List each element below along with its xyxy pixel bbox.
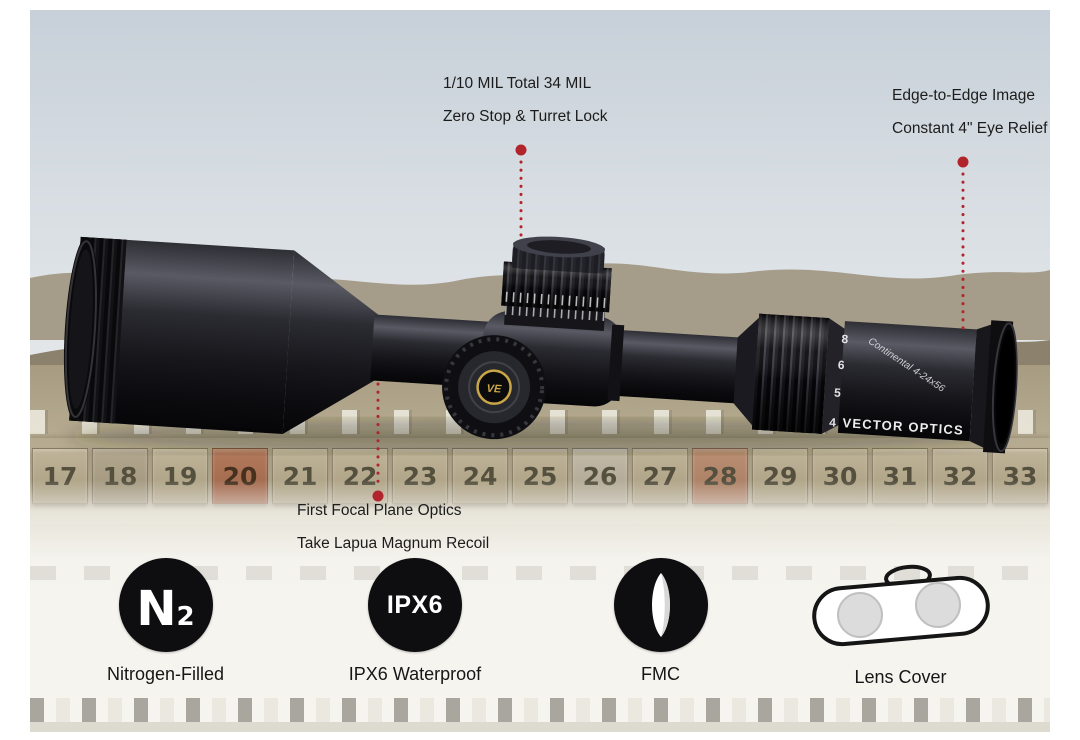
- feature-lens-cover: Lens Cover: [788, 555, 1013, 688]
- feature-label-waterproof: IPX6 Waterproof: [348, 664, 482, 684]
- feature-label-nitrogen: Nitrogen-Filled: [106, 664, 225, 684]
- lens-cover-icon: [811, 564, 990, 647]
- foreground-strip: [30, 722, 1050, 732]
- optics-callout-line1: First Focal Plane Optics: [297, 502, 462, 519]
- distant-targets-row: [30, 698, 1050, 722]
- distant-benches-row: [30, 566, 1050, 580]
- feature-label-fmc: FMC: [641, 664, 680, 684]
- ipx6-icon-text: IPX6: [386, 591, 444, 619]
- eyepiece-callout: Edge-to-Edge Image Constant 4" Eye Relie…: [892, 87, 1047, 153]
- optics-callout: First Focal Plane Optics Take Lapua Magn…: [297, 502, 489, 568]
- fmc-lens-icon: [613, 558, 708, 652]
- n2-icon-letter: N: [136, 581, 177, 637]
- n2-icon-subscript: 2: [176, 602, 195, 632]
- turret-callout-line1: 1/10 MIL Total 34 MIL: [443, 75, 592, 92]
- turret-callout-line2: Zero Stop & Turret Lock: [443, 108, 608, 125]
- feature-waterproof: IPX6 IPX6 Waterproof: [325, 558, 505, 685]
- far-hill-ridge: [30, 263, 1050, 340]
- feature-fmc: FMC: [578, 558, 743, 685]
- optics-callout-line2: Take Lapua Magnum Recoil: [297, 535, 490, 552]
- eyepiece-callout-line2: Constant 4" Eye Relief: [892, 120, 1048, 137]
- eyepiece-callout-line1: Edge-to-Edge Image: [892, 87, 1036, 104]
- shooting-range-photo: 17 18 19 20 21 22 23 24 25 26 27 28 29 3…: [30, 10, 1050, 732]
- fmc-lens-glyph: [651, 573, 670, 637]
- target-frames-row: [30, 410, 1050, 434]
- turret-callout: 1/10 MIL Total 34 MIL Zero Stop & Turret…: [443, 75, 608, 141]
- feature-label-lens-cover: Lens Cover: [854, 667, 947, 687]
- ipx6-icon: IPX6: [368, 558, 462, 652]
